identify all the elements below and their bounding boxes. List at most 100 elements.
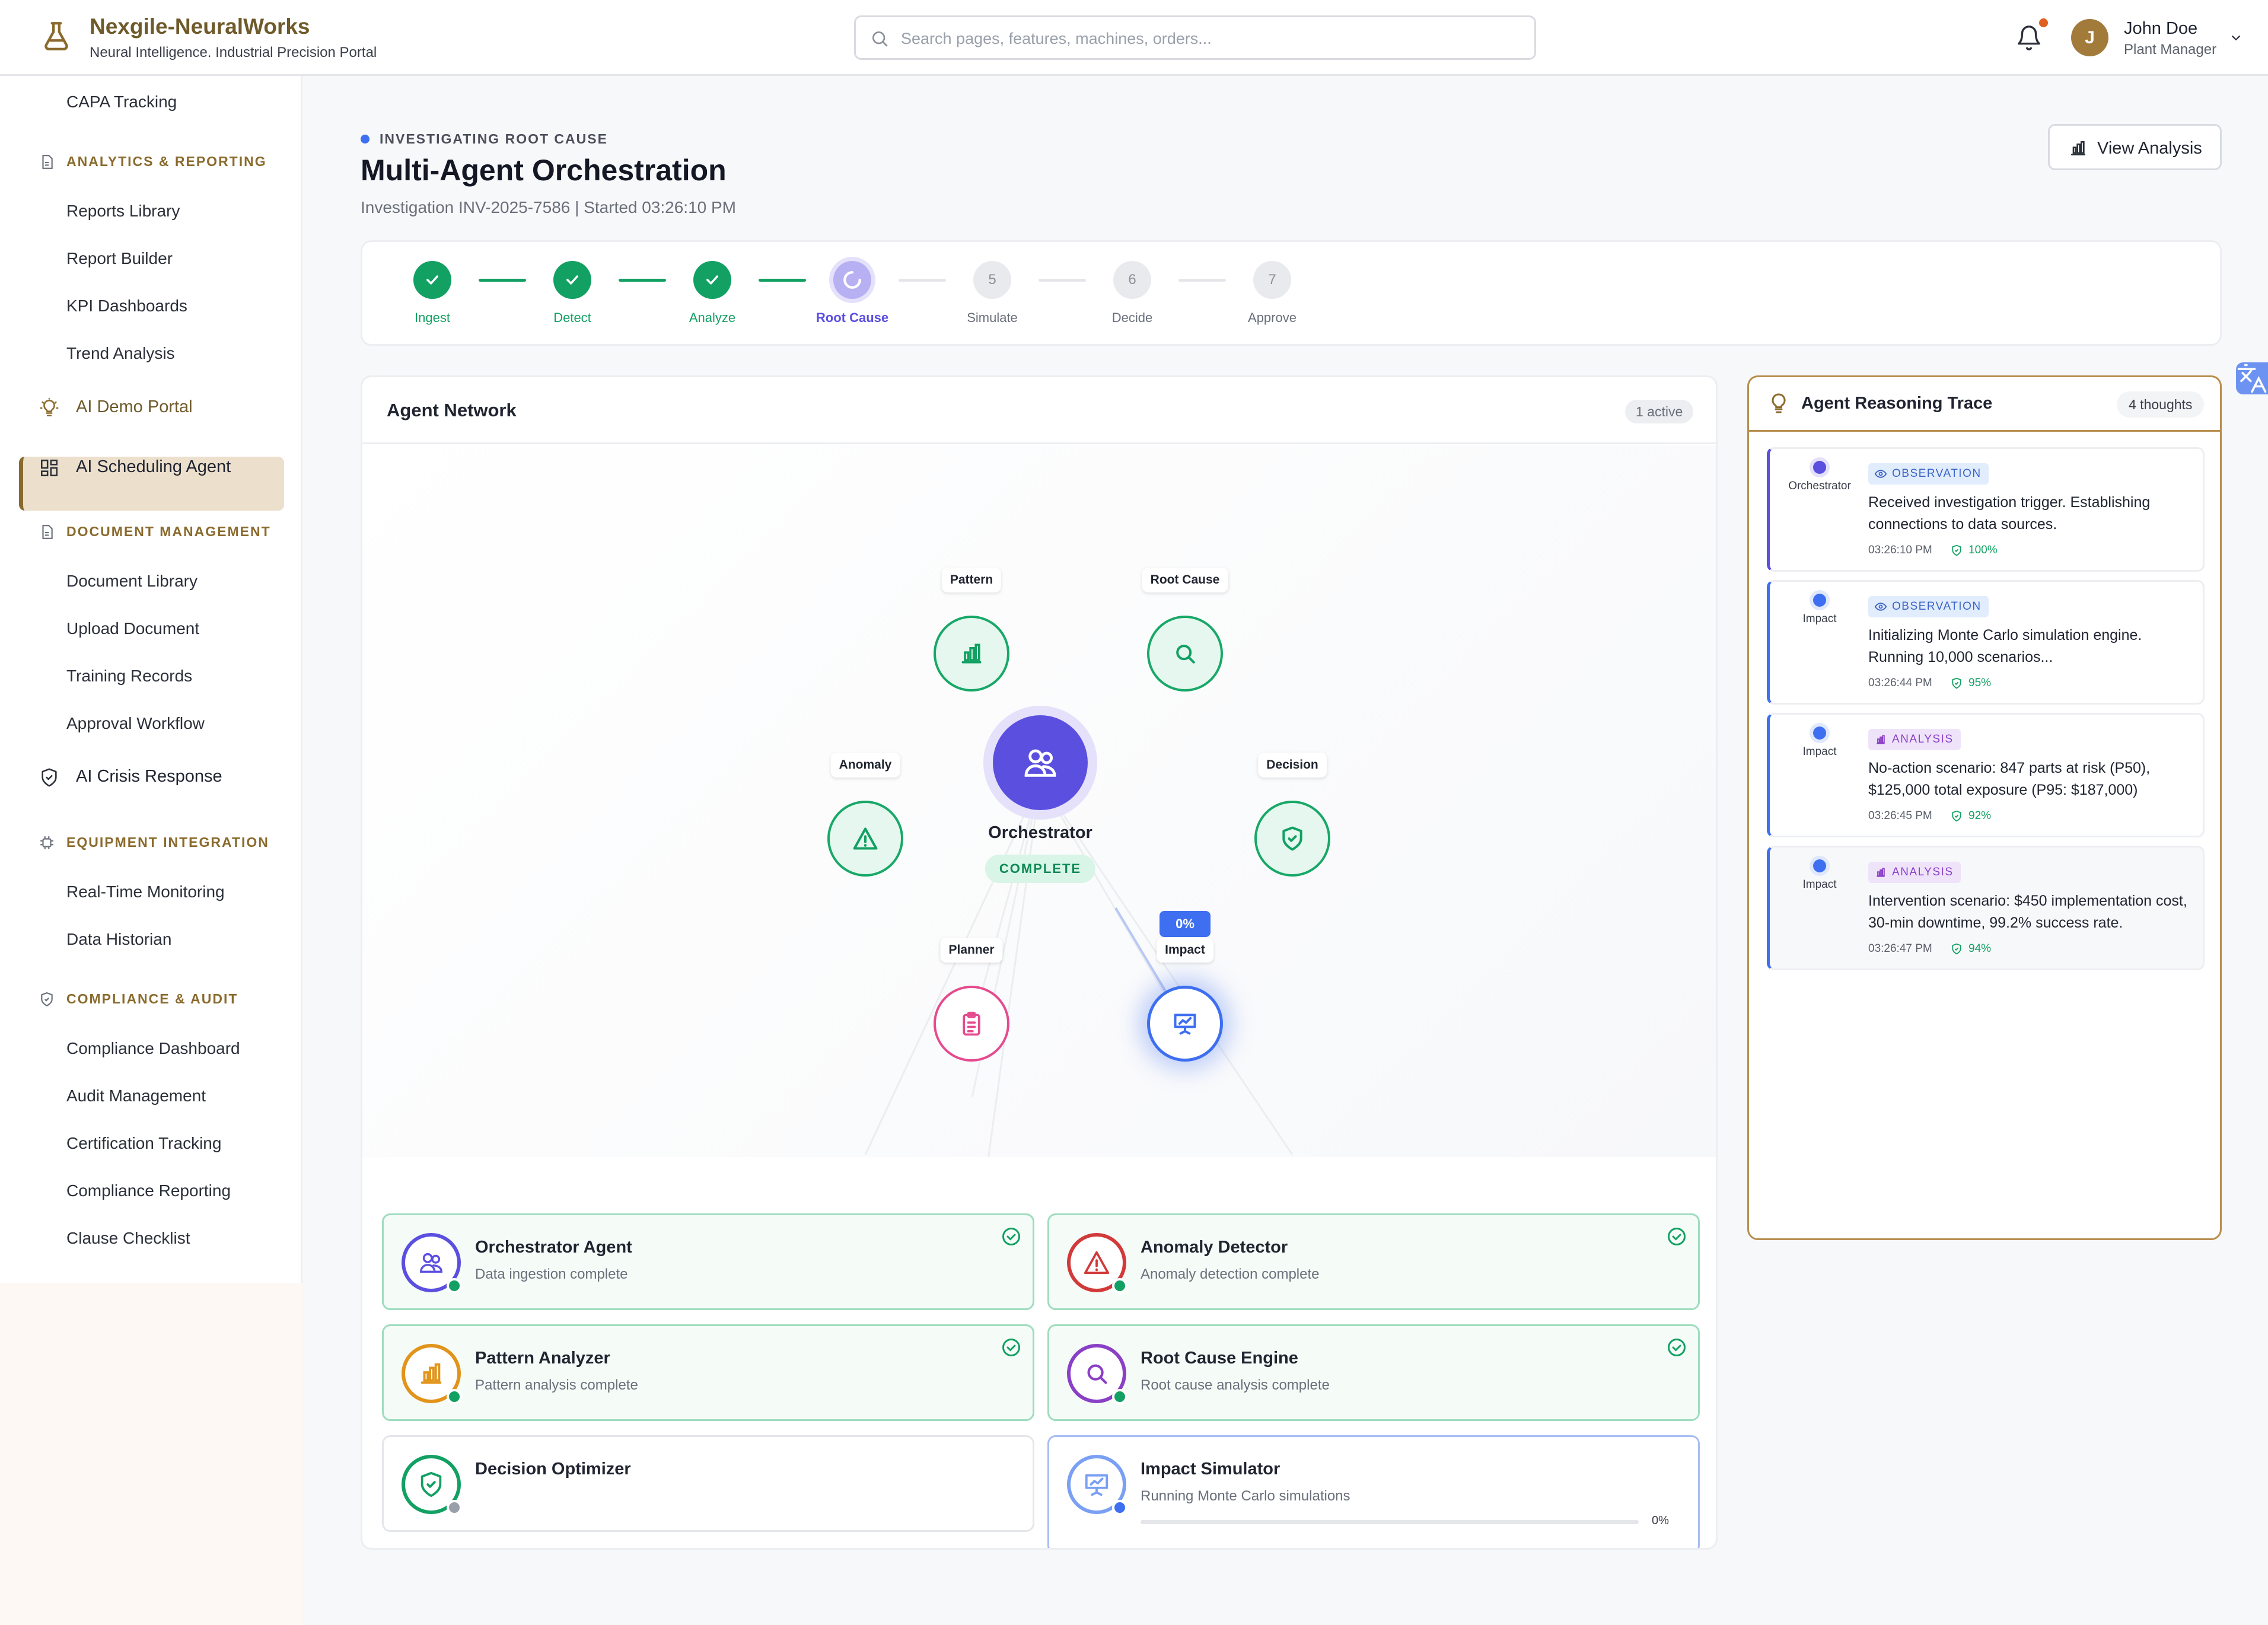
planner-agent-node[interactable] xyxy=(934,986,1009,1062)
agent-card-anomaly-detector[interactable]: Anomaly Detector Anomaly detection compl… xyxy=(1047,1213,1700,1310)
sidebar-section-compliance[interactable]: COMPLIANCE & AUDIT xyxy=(66,991,238,1006)
brand-tagline: Neural Intelligence. Industrial Precisio… xyxy=(90,44,377,60)
agent-dot xyxy=(1813,594,1826,607)
grid-layout-icon xyxy=(40,459,58,477)
bar-chart-icon xyxy=(1877,868,1885,877)
sidebar-item-report-builder[interactable]: Report Builder xyxy=(66,249,173,267)
global-search[interactable] xyxy=(854,15,1536,60)
sidebar-footer-area xyxy=(0,1283,302,1625)
check-circle-icon xyxy=(1668,1228,1686,1245)
warning-triangle-icon xyxy=(1084,1251,1110,1274)
thought-text: Received investigation trigger. Establis… xyxy=(1868,494,2151,533)
brand-name[interactable]: Nexgile-NeuralWorks xyxy=(90,14,310,39)
users-icon xyxy=(1024,749,1056,777)
step-simulate-pending[interactable]: 5 xyxy=(973,261,1011,299)
thought-card[interactable]: Impact OBSERVATION Initializing Monte Ca… xyxy=(1767,580,2205,705)
active-count-badge: 1 active xyxy=(1625,400,1694,423)
sidebar-item-real-time-monitoring[interactable]: Real-Time Monitoring xyxy=(66,882,225,901)
sidebar-item-document-library[interactable]: Document Library xyxy=(66,572,198,590)
sidebar-item-compliance-reporting[interactable]: Compliance Reporting xyxy=(66,1181,231,1200)
agent-card-status: Root cause analysis complete xyxy=(1141,1377,1330,1393)
notification-bell-icon[interactable] xyxy=(2015,24,2043,52)
root-cause-agent-node[interactable] xyxy=(1147,616,1223,692)
chevron-down-icon[interactable] xyxy=(2228,31,2244,45)
trace-header: Agent Reasoning Trace 4 thoughts xyxy=(1749,377,2220,432)
thought-card[interactable]: Impact ANALYSIS Intervention scenario: $… xyxy=(1767,846,2205,970)
bar-chart-icon xyxy=(2071,141,2085,155)
sidebar-item-trend-analysis[interactable]: Trend Analysis xyxy=(66,344,175,362)
status-dot-running xyxy=(1112,1500,1127,1515)
agent-card-title: Impact Simulator xyxy=(1141,1460,1280,1479)
status-dot-idle xyxy=(447,1500,462,1515)
lightbulb-icon xyxy=(1772,393,1786,413)
sidebar-item-training-records[interactable]: Training Records xyxy=(66,667,193,685)
user-avatar[interactable]: J xyxy=(2071,19,2108,56)
translate-widget-button[interactable] xyxy=(2236,362,2268,394)
check-circle-icon xyxy=(1668,1339,1686,1356)
agent-card-decision-optimizer[interactable]: Decision Optimizer xyxy=(382,1435,1034,1532)
step-approve-pending[interactable]: 7 xyxy=(1253,261,1291,299)
agent-card-pattern-analyzer[interactable]: Pattern Analyzer Pattern analysis comple… xyxy=(382,1324,1034,1421)
thoughts-count-badge: 4 thoughts xyxy=(2117,391,2205,418)
search-input[interactable] xyxy=(901,22,1524,55)
anomaly-agent-node[interactable] xyxy=(827,801,903,877)
agent-card-orchestrator[interactable]: Orchestrator Agent Data ingestion comple… xyxy=(382,1213,1034,1310)
step-connector xyxy=(899,279,946,282)
sidebar-item-capa-tracking[interactable]: CAPA Tracking xyxy=(66,93,177,111)
sidebar-item-ai-demo-portal[interactable] xyxy=(19,457,284,511)
impact-progress-badge: 0% xyxy=(1160,911,1211,937)
step-decide-pending[interactable]: 6 xyxy=(1113,261,1151,299)
user-name[interactable]: John Doe xyxy=(2124,19,2198,38)
step-root-cause-active[interactable] xyxy=(833,261,871,299)
users-icon xyxy=(420,1253,442,1273)
agent-card-impact-simulator[interactable]: Impact Simulator Running Monte Carlo sim… xyxy=(1047,1435,1700,1548)
node-label-pattern: Pattern xyxy=(941,568,1002,592)
node-label-impact: Impact xyxy=(1157,938,1213,963)
agent-card-title: Decision Optimizer xyxy=(475,1460,631,1479)
node-label-anomaly: Anomaly xyxy=(830,753,900,778)
sidebar-item-ai-crisis-response[interactable]: AI Crisis Response xyxy=(76,767,222,786)
sidebar-item-approval-workflow[interactable]: Approval Workflow xyxy=(66,714,205,732)
sidebar-item-reports-library[interactable]: Reports Library xyxy=(66,202,180,220)
agent-card-root-cause-engine[interactable]: Root Cause Engine Root cause analysis co… xyxy=(1047,1324,1700,1421)
check-icon xyxy=(426,275,438,285)
sidebar-item-ai-scheduling-agent[interactable]: AI Scheduling Agent xyxy=(76,457,231,476)
step-analyze-done[interactable] xyxy=(693,261,731,299)
status-dot-complete xyxy=(447,1278,462,1293)
step-ingest-done[interactable] xyxy=(413,261,451,299)
sidebar-item-data-historian[interactable]: Data Historian xyxy=(66,930,172,948)
view-analysis-button[interactable]: View Analysis xyxy=(2048,124,2222,170)
sidebar-item-upload-document[interactable]: Upload Document xyxy=(66,619,200,638)
thought-confidence: 95% xyxy=(1968,677,1992,689)
sidebar-item-certification-tracking[interactable]: Certification Tracking xyxy=(66,1134,222,1152)
agent-network-panel: Agent Network 1 active Pattern Root Caus… xyxy=(361,375,1718,1550)
decision-agent-node[interactable] xyxy=(1254,801,1330,877)
status-dot xyxy=(361,135,369,144)
sidebar-item-ai-demo-portal-label[interactable]: AI Demo Portal xyxy=(76,397,193,416)
shield-check-icon xyxy=(1952,677,1961,689)
sidebar-item-kpi-dashboards[interactable]: KPI Dashboards xyxy=(66,297,187,315)
check-icon xyxy=(706,275,718,285)
orchestrator-node[interactable] xyxy=(993,715,1088,810)
sidebar-section-analytics[interactable]: ANALYTICS & REPORTING xyxy=(66,154,267,169)
agent-card-status: Data ingestion complete xyxy=(475,1266,628,1282)
impact-progress-text: 0% xyxy=(1652,1514,1669,1527)
sidebar-item-compliance-dashboard[interactable]: Compliance Dashboard xyxy=(66,1039,240,1057)
top-header: Nexgile-NeuralWorks Neural Intelligence.… xyxy=(0,0,2268,76)
step-label-analyze: Analyze xyxy=(689,310,736,325)
bar-chart-icon xyxy=(421,1363,442,1384)
check-circle-icon xyxy=(1002,1339,1020,1356)
flask-logo-icon xyxy=(44,22,68,50)
impact-agent-node[interactable] xyxy=(1147,986,1223,1062)
step-detect-done[interactable] xyxy=(553,261,591,299)
sidebar-item-clause-checklist[interactable]: Clause Checklist xyxy=(66,1229,190,1247)
agent-network-header: Agent Network 1 active xyxy=(362,377,1716,444)
bar-chart-icon xyxy=(961,643,982,664)
sidebar-item-audit-management[interactable]: Audit Management xyxy=(66,1086,206,1105)
thought-card[interactable]: Orchestrator OBSERVATION Received invest… xyxy=(1767,447,2205,572)
sidebar-section-equipment[interactable]: EQUIPMENT INTEGRATION xyxy=(66,834,269,850)
thought-card[interactable]: Impact ANALYSIS No-action scenario: 847 … xyxy=(1767,713,2205,837)
sidebar-section-documents[interactable]: DOCUMENT MANAGEMENT xyxy=(66,524,271,539)
thought-text: Initializing Monte Carlo simulation engi… xyxy=(1868,627,2142,665)
pattern-agent-node[interactable] xyxy=(934,616,1009,692)
